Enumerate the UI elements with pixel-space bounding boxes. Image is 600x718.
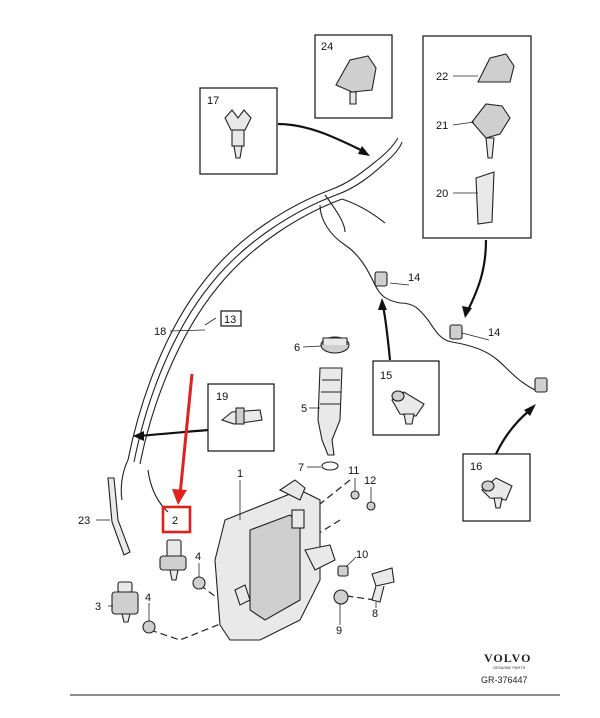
label-part-21: 21 [436, 120, 448, 132]
label-part-5: 5 [301, 403, 307, 415]
label-part-23: 23 [78, 515, 90, 527]
hose-assembly [120, 137, 536, 513]
label-part-14a: 14 [408, 272, 420, 284]
label-part-22: 22 [436, 71, 448, 83]
label-part-2: 2 [172, 515, 178, 527]
label-part-19: 19 [216, 391, 228, 403]
label-part-18: 18 [154, 326, 166, 338]
label-part-20: 20 [436, 188, 448, 200]
label-part-13: 13 [224, 314, 236, 326]
washer-pump-2 [159, 539, 187, 581]
label-part-17: 17 [207, 95, 219, 107]
label-part-12: 12 [364, 475, 376, 487]
label-part-15: 15 [380, 370, 392, 382]
label-part-8: 8 [372, 608, 378, 620]
leader-lines [96, 75, 490, 625]
level-sensor [371, 567, 395, 603]
label-part-1: 1 [237, 468, 243, 480]
label-part-24: 24 [321, 41, 333, 53]
washer-reservoir [214, 479, 336, 641]
inset-15 [372, 360, 440, 436]
inset-24 [314, 34, 393, 119]
label-part-10: 10 [356, 549, 368, 561]
highlight-box [161, 505, 192, 534]
inset-nozzle-parts [422, 35, 532, 239]
grommet-9 [333, 589, 349, 605]
highlight-arrow [172, 373, 194, 505]
callout-arrows [133, 122, 536, 455]
label-part-6: 6 [294, 342, 300, 354]
part-labels: 1 2 3 4 4 5 6 7 8 9 10 11 12 13 14 14 15… [78, 41, 500, 637]
label-part-16: 16 [470, 461, 482, 473]
hose-clip-23 [107, 477, 131, 556]
clip-10 [337, 565, 349, 577]
filler-cap [320, 336, 350, 354]
logo-brand: VOLVO [484, 651, 531, 665]
label-part-3: 3 [95, 601, 101, 613]
label-part-9: 9 [336, 625, 342, 637]
washer-pump-3 [111, 581, 139, 623]
grommet-4b [142, 620, 156, 634]
filler-neck [317, 367, 343, 456]
volvo-logo: VOLVO GENUINE PARTS [484, 651, 531, 670]
nut-12 [366, 501, 376, 511]
grommet-4a [192, 576, 206, 590]
label-part-11: 11 [348, 465, 359, 477]
inset-16 [462, 453, 531, 522]
nozzle-connector-end [534, 377, 548, 393]
label-part-4b: 4 [145, 592, 151, 604]
o-ring [321, 461, 339, 471]
nozzle-connector-14b [449, 324, 463, 340]
label-part-4a: 4 [195, 551, 201, 563]
label-box-13 [220, 310, 242, 327]
inset-19 [207, 383, 275, 452]
label-part-14b: 14 [488, 327, 500, 339]
label-part-7: 7 [298, 462, 304, 474]
logo-sub: GENUINE PARTS [493, 665, 526, 670]
nozzle-connector-14a [374, 271, 388, 287]
reference-number: GR-376447 [481, 675, 528, 685]
screw-11 [350, 490, 360, 500]
inset-17 [199, 87, 278, 175]
